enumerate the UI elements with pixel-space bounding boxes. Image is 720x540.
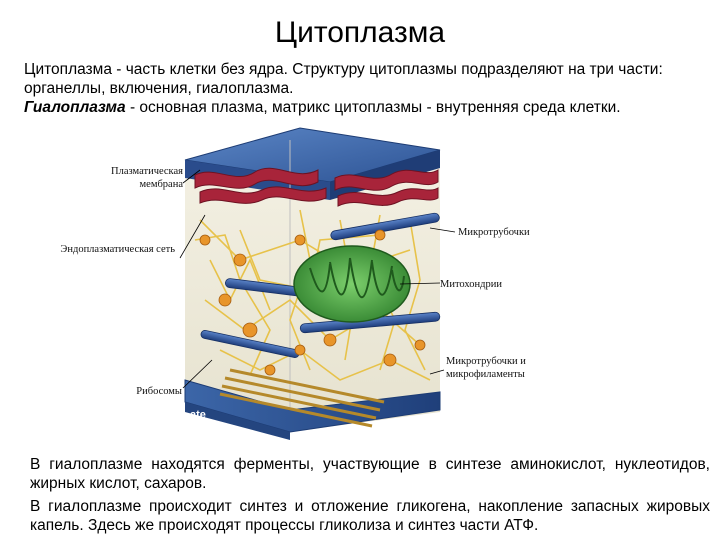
intro-text: Цитоплазма - часть клетки без ядра. Стру… [24, 60, 714, 117]
hyaloplasm-term: Гиалоплазма [24, 99, 126, 116]
ribosome-nodes [199, 229, 426, 376]
intro-paragraph-1: Цитоплазма - часть клетки без ядра. Стру… [24, 61, 663, 97]
label-microtubules: Микротрубочки [458, 227, 530, 238]
intro-paragraph-2: Гиалоплазма - основная плазма, матрикс ц… [24, 98, 714, 117]
label-mitochondria: Митохондрии [440, 279, 502, 290]
leader-lines [179, 169, 456, 389]
page-title: Цитоплазма [274, 16, 446, 49]
footer-paragraph-1: В гиалоплазме находятся ферменты, участв… [30, 456, 710, 492]
label-plasma-membrane: Плазматическая мембрана [111, 166, 183, 190]
label-microtubules-microfilaments: Микротрубочки и микрофиламенты [446, 356, 526, 380]
footer-paragraph-2: В гиалоплазме происходит синтез и отложе… [30, 498, 710, 534]
footer-text: В гиалоплазме находятся ферменты, участв… [30, 455, 710, 539]
label-endoplasmic-reticulum: Эндоплазматическая сеть [60, 244, 175, 255]
microfilament-bundle [219, 368, 385, 428]
watermark-text: ate [190, 409, 206, 421]
label-ribosomes: Рибосомы [136, 386, 182, 397]
er-folds [194, 167, 439, 207]
hyaloplasm-definition: - основная плазма, матрикс цитоплазмы - … [125, 99, 621, 116]
mitochondrion [293, 245, 411, 323]
